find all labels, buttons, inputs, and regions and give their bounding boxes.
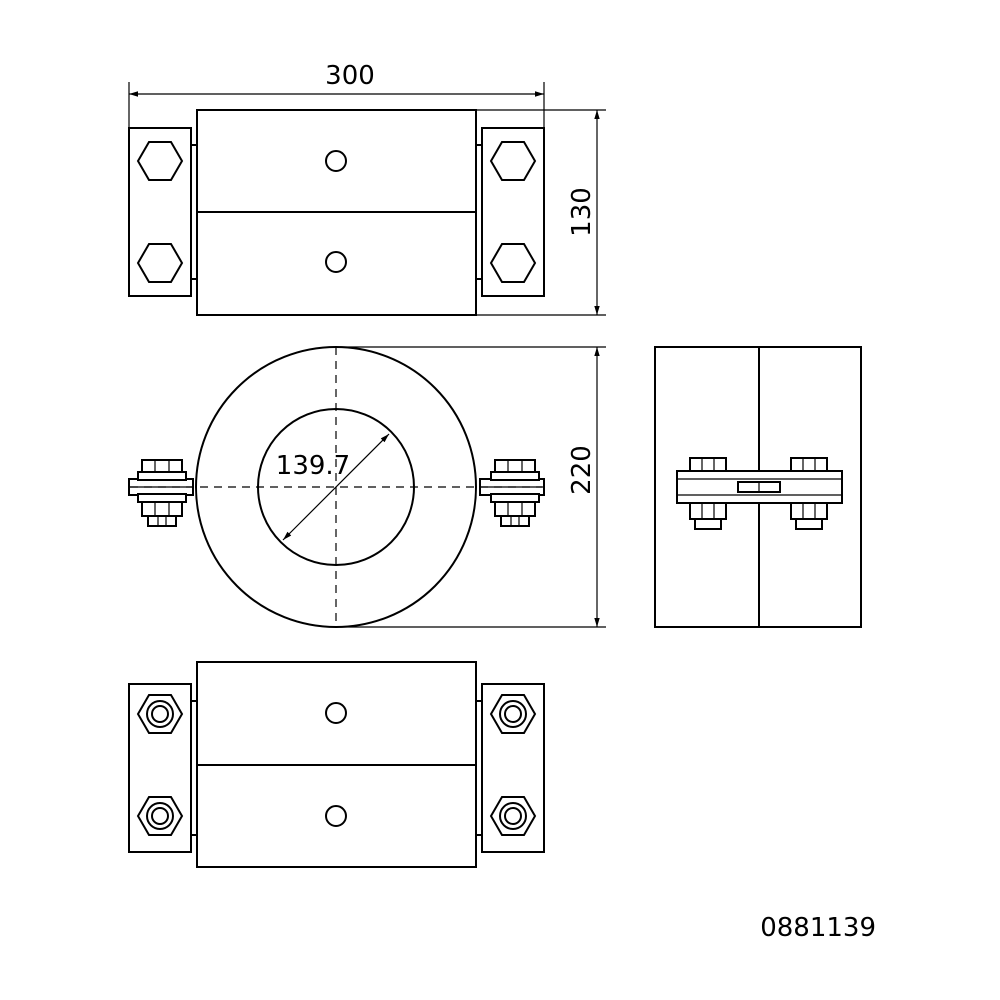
dimension-width-label: 300 — [325, 61, 375, 91]
article-number: 0881139 — [760, 913, 876, 943]
side-view — [654, 346, 862, 628]
top-view: 300 130 — [128, 61, 606, 316]
bottom-view — [128, 661, 545, 868]
dimension-height-top-label: 130 — [567, 187, 597, 237]
dimension-diameter-label: 139.7 — [276, 451, 350, 481]
dimension-height-front-label: 220 — [567, 445, 597, 495]
front-view: 139.7 220 — [128, 346, 606, 628]
